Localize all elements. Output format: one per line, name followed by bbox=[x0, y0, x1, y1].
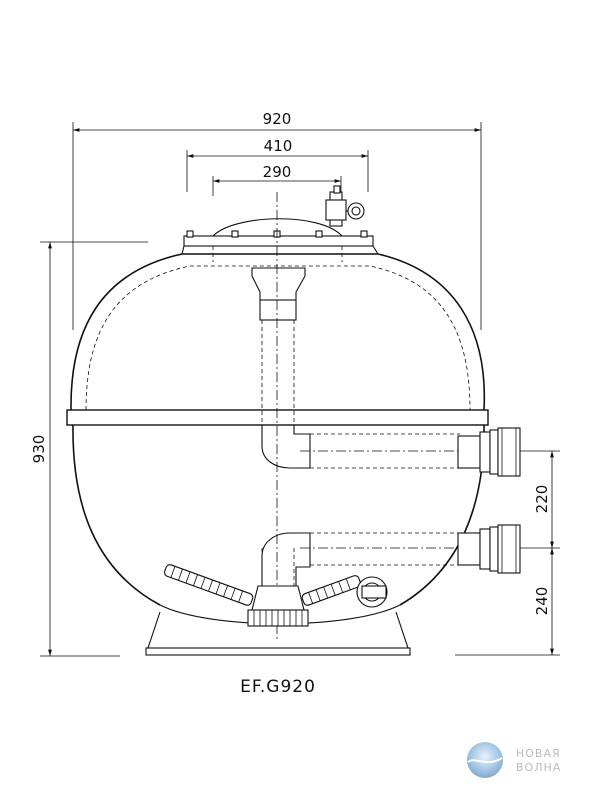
filter-tank bbox=[66, 253, 489, 625]
dimension-label-240: 240 bbox=[533, 587, 551, 616]
dimension-flange-outer: 410 bbox=[186, 137, 369, 192]
dimension-label-290: 290 bbox=[263, 163, 292, 181]
top-cover bbox=[181, 218, 379, 262]
laterals bbox=[163, 564, 361, 627]
dimension-overall-height: 930 bbox=[30, 241, 148, 657]
dimension-label-930: 930 bbox=[30, 435, 48, 464]
logo-line-2: ВОЛНА bbox=[516, 761, 561, 774]
base-stand bbox=[145, 611, 411, 656]
dimension-flange-inner: 290 bbox=[212, 163, 342, 196]
lower-port-fitting bbox=[457, 524, 521, 574]
dimension-label-920: 920 bbox=[263, 110, 292, 128]
model-label: EF.G920 bbox=[240, 677, 316, 697]
dimension-label-410: 410 bbox=[264, 137, 293, 155]
logo-mark-icon bbox=[467, 742, 503, 778]
logo-line-1: НОВАЯ bbox=[516, 747, 561, 760]
pressure-gauge bbox=[325, 185, 365, 227]
dimension-label-220: 220 bbox=[533, 485, 551, 514]
drain-valve bbox=[356, 576, 388, 608]
dimension-port-heights: 220 240 bbox=[455, 450, 560, 656]
upper-port-fitting bbox=[457, 427, 521, 477]
dimension-overall-width: 920 bbox=[72, 110, 482, 330]
brand-logo: НОВАЯ ВОЛНА bbox=[467, 742, 561, 778]
